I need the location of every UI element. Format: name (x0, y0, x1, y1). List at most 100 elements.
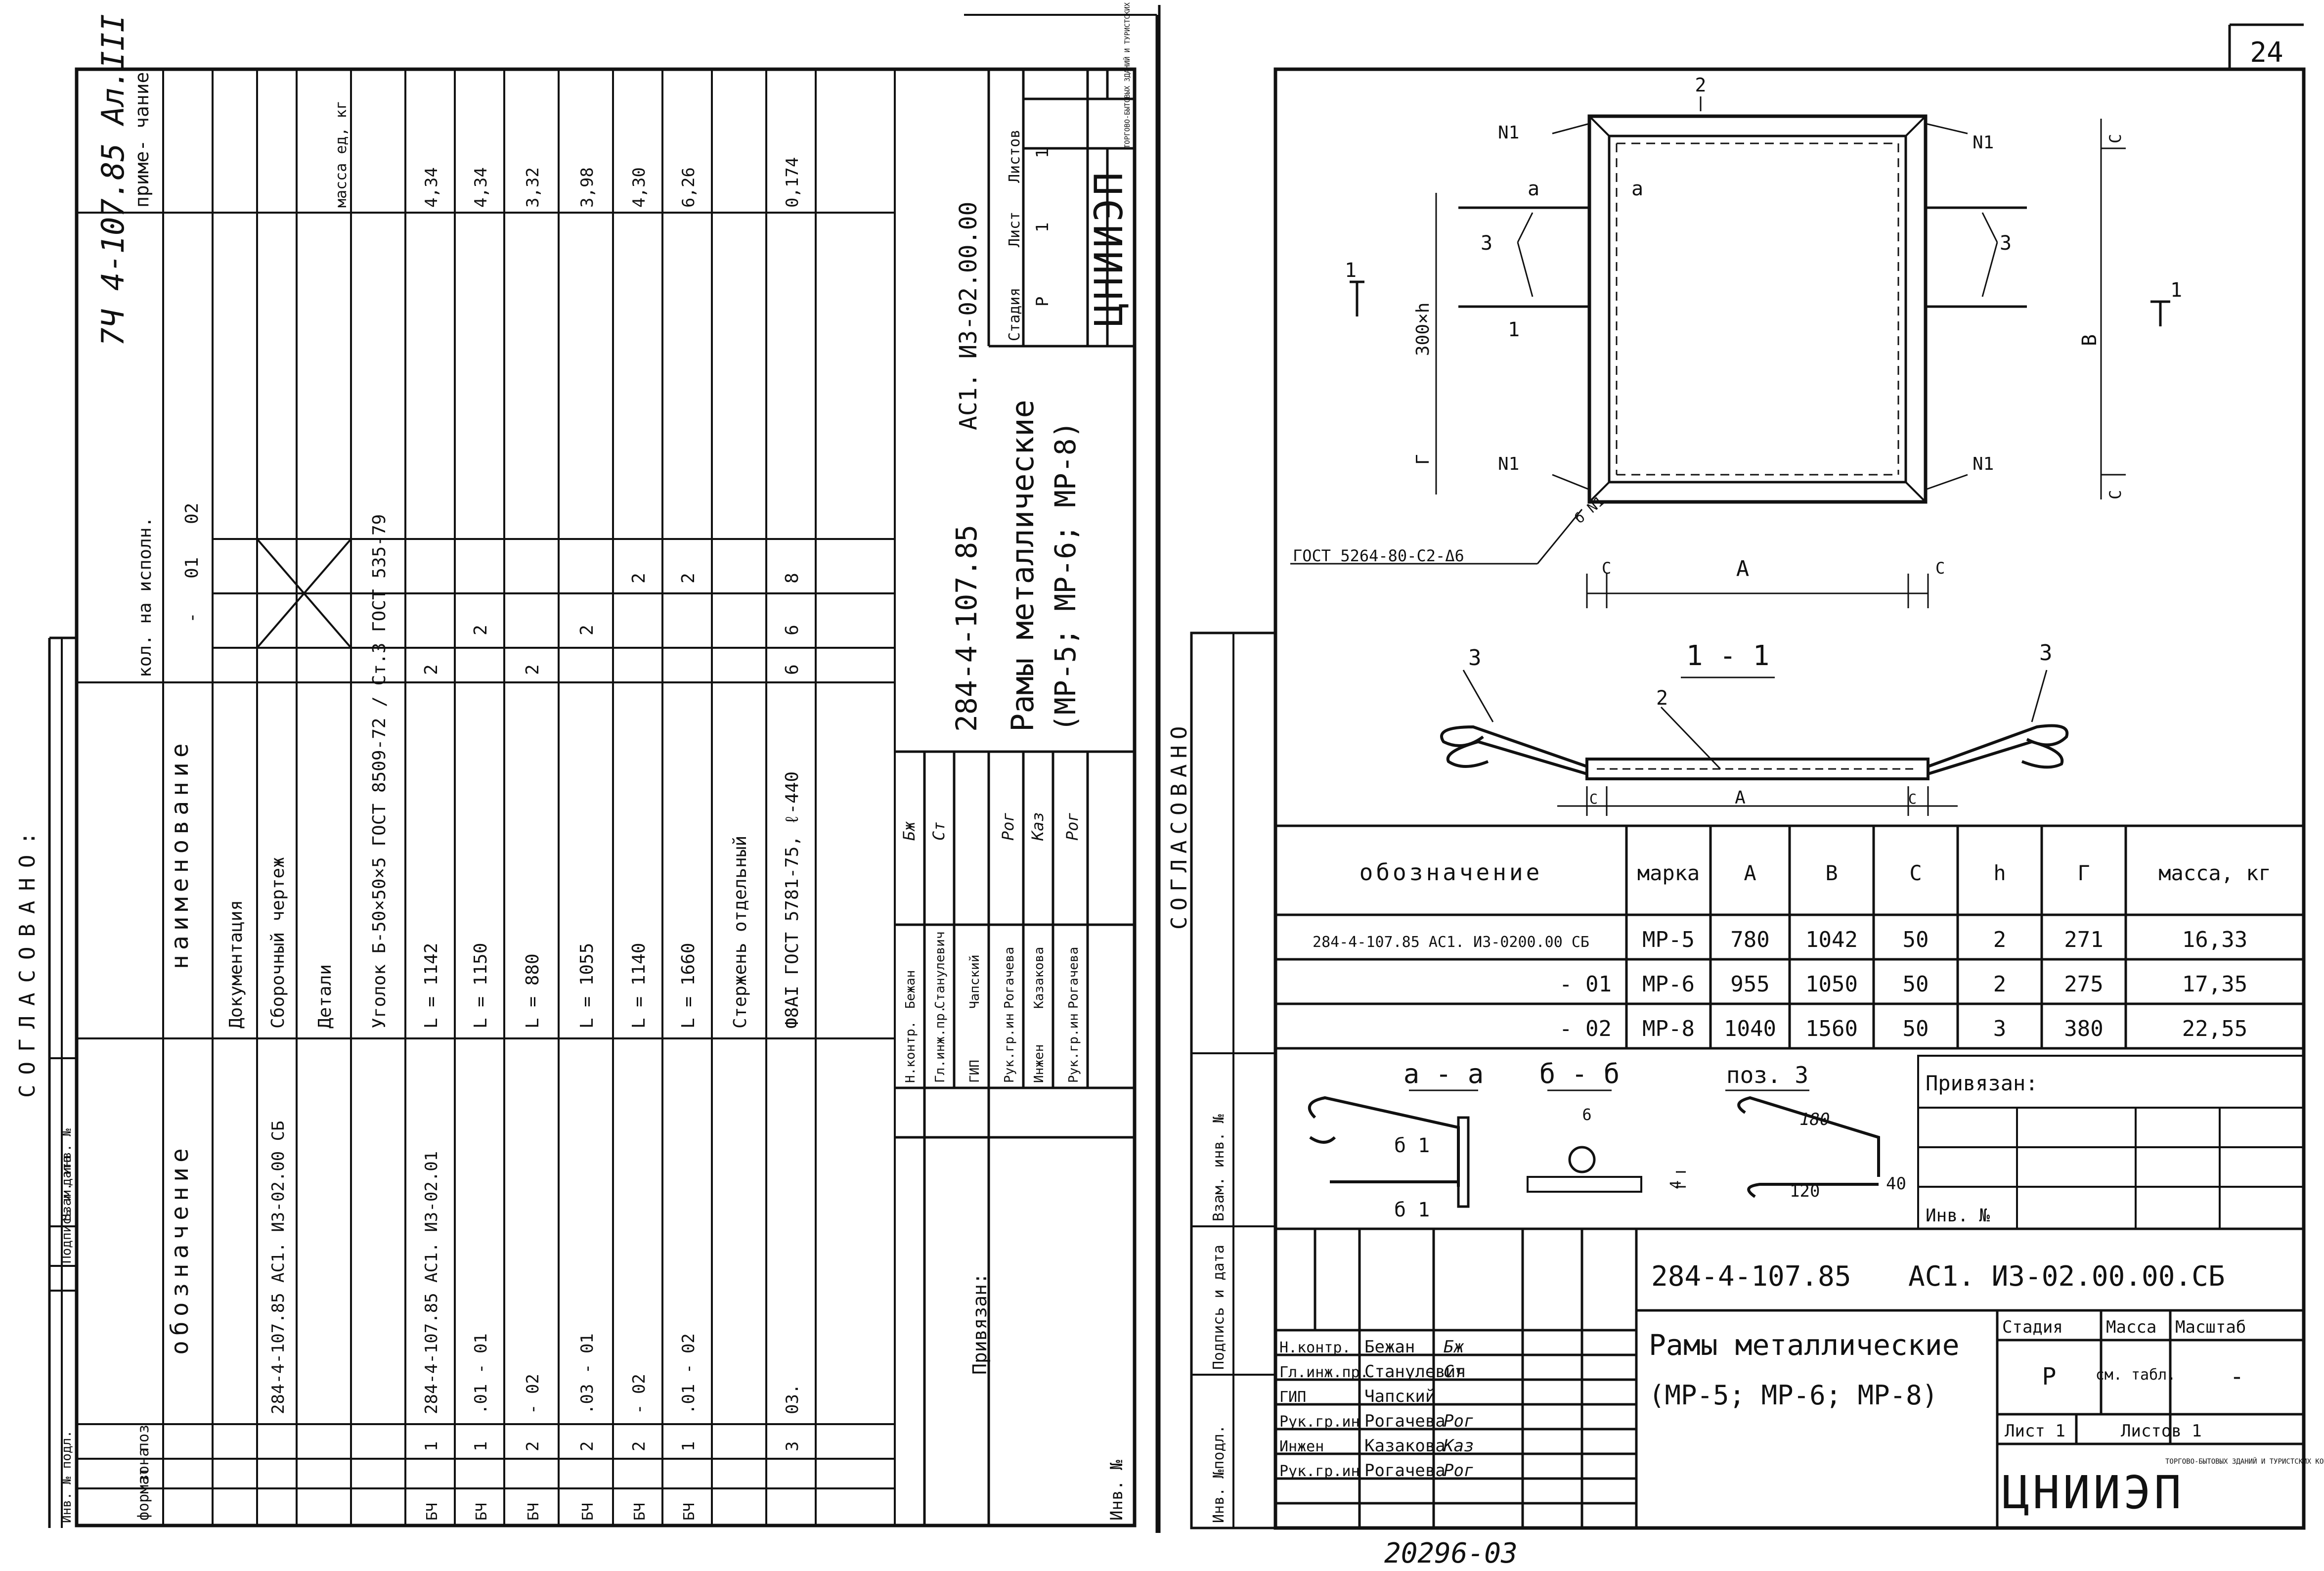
left-staff-role: ГИП (967, 1060, 982, 1083)
right-tb-stage: Р (2042, 1363, 2057, 1391)
left-tb-attached: Привязан: (969, 1273, 991, 1375)
left-staff-name: Чапский (967, 954, 982, 1009)
spec-cell-q2: 8 (782, 573, 802, 584)
plan-weld-n1-br: N1 (1973, 454, 1994, 474)
left-tb-inv: Инв. № (1107, 1460, 1127, 1521)
spec-cell-name: Детали (315, 964, 335, 1029)
left-staff-name: Бежан (903, 970, 918, 1009)
params-header-cell: В (1825, 861, 1838, 885)
section-label-3a: 3 (1468, 645, 1482, 671)
detail-b1-bottom: б 1 (1394, 1199, 1430, 1221)
left-tb-title: Рамы металлические (1005, 400, 1041, 732)
spec-cell-name: Стержень отдельный (730, 836, 750, 1029)
params-cell: МР-6 (1642, 972, 1695, 997)
right-tb-doc-code: АС1. ИЗ-02.00.00.СБ (1908, 1260, 2225, 1293)
params-cell: 780 (1730, 927, 1769, 952)
left-staff-name: Рогачева (1002, 947, 1017, 1009)
right-tb-sheets: Листов 1 (2121, 1421, 2202, 1441)
left-tb-subtitle: (МР-5; МР-6; МР-8) (1049, 421, 1082, 732)
spec-header-name: наименование (166, 738, 194, 969)
left-staff: Н.контр.БежанБжГл.инж.пр.СтанулевичСтГИП… (900, 812, 1082, 1083)
detail-sketches (1308, 1089, 1880, 1208)
page-number: 24 (2250, 37, 2283, 69)
right-staff-name: Чапский (1364, 1387, 1435, 1406)
left-side-col-3: Взам. инв. № (59, 1128, 74, 1221)
left-tb-org: ЦНИИЭП (1087, 169, 1132, 326)
spec-cell-designation: - 02 (523, 1374, 543, 1414)
right-tb-scale-label: Масштаб (2175, 1317, 2246, 1337)
plan-leader-3-right: 3 (2000, 232, 2012, 255)
right-staff-sign: Бж (1444, 1337, 1464, 1357)
plan-dim-g: Г (1413, 454, 1433, 465)
right-staff-sign: Рог (1444, 1461, 1474, 1481)
detail-dim-180: 180 (1799, 1110, 1830, 1129)
plan-dim-c-top: С (2106, 134, 2125, 143)
spec-cell-mass: 3,32 (523, 167, 543, 208)
spec-cell-q0: 6 (782, 664, 802, 675)
spec-cell-designation: 03. (783, 1384, 802, 1414)
spec-cell-designation: .03 - 01 (577, 1333, 597, 1414)
params-cell: 380 (2064, 1016, 2103, 1041)
spec-header-qty: кол. на исполн. (135, 517, 155, 677)
params-cell: МР-8 (1642, 1016, 1695, 1041)
bottom-number: 20296-03 (1384, 1537, 1518, 1570)
right-staff-name: Рогачева (1364, 1411, 1446, 1431)
detail-dim-6: 6 (1582, 1105, 1591, 1124)
left-tb-doc-code: АС1. ИЗ-02.00.00 (955, 202, 982, 430)
spec-cell-format: БЧ (631, 1503, 649, 1521)
params-cell: 2 (1993, 927, 2007, 952)
spec-cell-format: БЧ (424, 1503, 441, 1521)
spec-cell-mass: 3,98 (577, 167, 597, 208)
spec-cell-pos: 2 (523, 1441, 543, 1451)
spec-cell-designation: .01 - 02 (679, 1333, 699, 1414)
spec-cell-name: L = 1150 (471, 943, 491, 1029)
right-staff-name: Бежан (1364, 1337, 1415, 1357)
right-side-col-3: Взам. инв. № (1210, 1114, 1228, 1221)
left-tb-stage: Р (1033, 297, 1052, 307)
left-frame (75, 67, 1137, 1527)
plan-dim-a: А (1736, 556, 1750, 582)
left-staff-name: Казакова (1032, 947, 1047, 1009)
spec-cell-designation: 284-4-107.85 АС1. ИЗ-02.01 (422, 1151, 441, 1414)
right-tb-sheet: Лист 1 (2005, 1421, 2065, 1441)
plan-weld-n1-tl: N1 (1498, 123, 1519, 143)
spec-cell-pos: 2 (629, 1441, 649, 1451)
spec-cell-name: Ф8АI ГОСТ 5781-75, ℓ-440 (782, 771, 802, 1029)
left-tb-stage-label: Стадия (1006, 288, 1023, 341)
left-staff-sign: Ст (929, 821, 948, 841)
params-cell: 1050 (1805, 972, 1858, 997)
spec-cell-mass: 4,34 (422, 167, 441, 208)
params-header-cell: С (1909, 861, 1922, 885)
spec-header-variant-0: - (182, 612, 202, 623)
spec-cell-pos: 3 (783, 1441, 802, 1451)
spec-header-mass-unit: масса ед, кг (333, 100, 350, 208)
plan-cut-a-2: а (1631, 178, 1643, 200)
spec-cell-pos: 1 (422, 1441, 441, 1451)
params-header-cell: марка (1637, 861, 1700, 885)
spec-cell-mass: 6,26 (679, 167, 699, 208)
right-staff-sign: Ст (1444, 1362, 1464, 1382)
left-side-columns (49, 638, 77, 1528)
right-staff-role: Рук.гр.ин (1279, 1463, 1360, 1480)
right-tb-org-sub: ТОРГОВО-БЫТОВЫХ ЗДАНИЙ И ТУРИСТСКИХ КОМП… (2165, 1457, 2324, 1466)
spec-cell-name: L = 1660 (678, 943, 699, 1029)
params-cell: 50 (1903, 1016, 1929, 1041)
spec-cell-pos: 2 (577, 1441, 597, 1451)
right-staff-role: Н.контр. (1279, 1339, 1351, 1356)
plan-cut-1-inner: 1 (1508, 318, 1520, 341)
left-tb-sheets-label: Листов (1006, 130, 1023, 183)
section-title: 1 - 1 (1686, 640, 1770, 672)
right-tb-project-code: 284-4-107.85 (1651, 1260, 1851, 1293)
left-tb-sheets: 1 (1033, 148, 1052, 158)
right-tb-mass: см. табл. (2096, 1366, 2176, 1384)
right-staff-sign: Каз (1443, 1436, 1474, 1456)
section-1-1 (1440, 670, 2069, 816)
plan-weld-n1-bl: N1 (1498, 454, 1519, 474)
spec-cell-format: БЧ (473, 1503, 490, 1521)
spec-header-pos: поз (135, 1425, 152, 1451)
plan-weld-n1-tr: N1 (1973, 133, 1994, 153)
plan-dim-v: В (2078, 334, 2101, 346)
spec-cell-pos: 1 (471, 1441, 491, 1451)
plan-leader-3-left: 3 (1481, 232, 1492, 255)
